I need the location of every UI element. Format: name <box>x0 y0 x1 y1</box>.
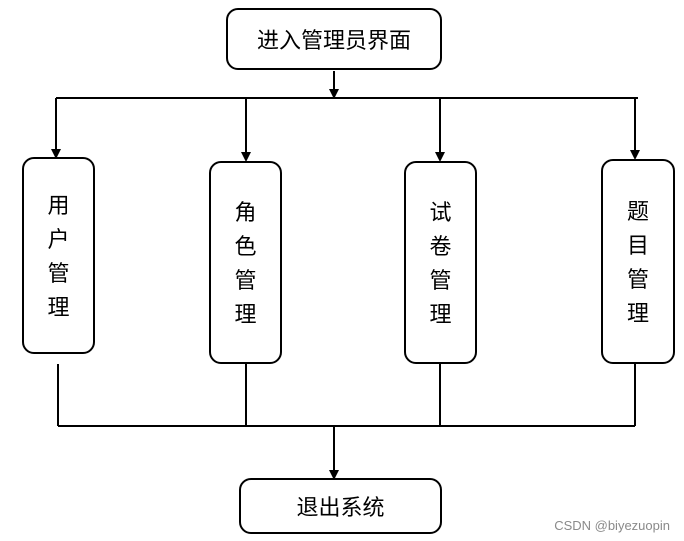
module-box-user: 用户管理 <box>22 157 95 354</box>
module-label-role: 角色管理 <box>234 200 257 328</box>
module-box-role: 角色管理 <box>209 161 282 364</box>
module-label-exam: 试卷管理 <box>429 200 452 328</box>
watermark: CSDN @biyezuopin <box>554 518 670 533</box>
exit-system-box: 退出系统 <box>239 478 442 534</box>
module-label-user: 用户管理 <box>47 193 70 321</box>
exit-system-label: 退出系统 <box>296 496 385 521</box>
module-box-exam: 试卷管理 <box>404 161 477 364</box>
module-box-question: 题目管理 <box>601 159 675 364</box>
admin-entry-label: 进入管理员界面 <box>256 29 411 54</box>
module-label-question: 题目管理 <box>627 199 650 327</box>
admin-entry-box: 进入管理员界面 <box>226 8 442 70</box>
